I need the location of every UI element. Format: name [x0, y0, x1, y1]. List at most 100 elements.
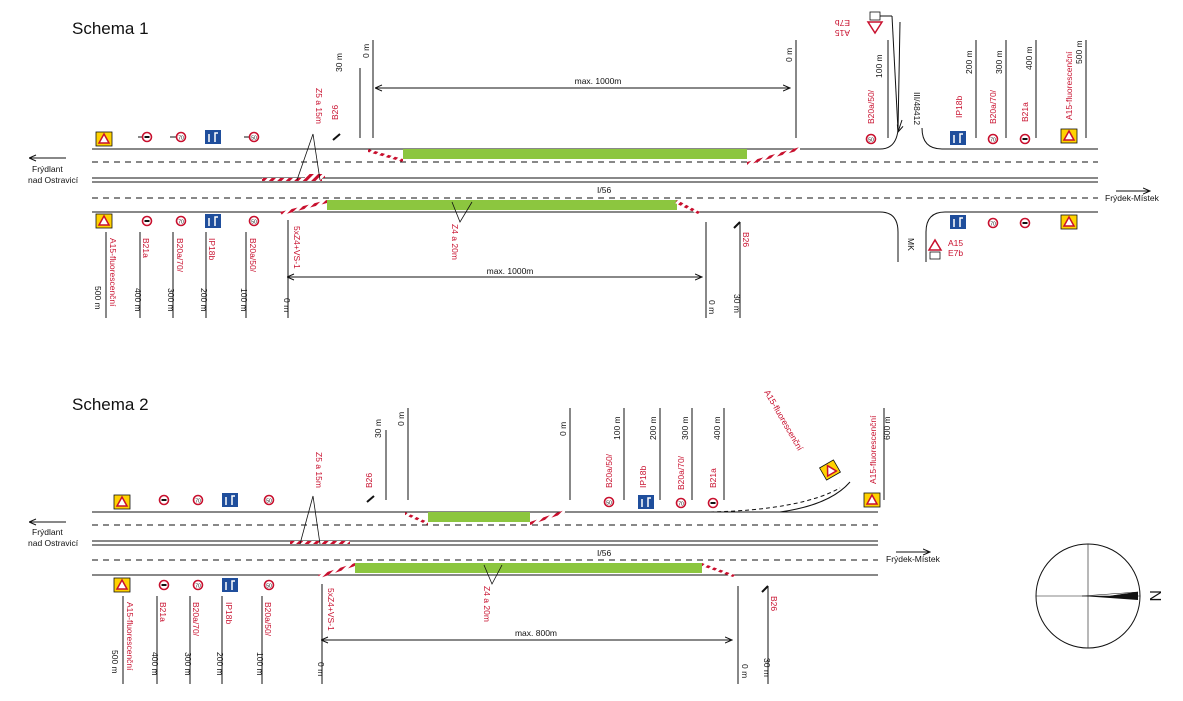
- s2-top-mid-dist: 0 m: [558, 422, 568, 436]
- road-label: I/56: [597, 185, 611, 195]
- bl-sign-b21a: B21a: [141, 238, 151, 258]
- tr-dist-500: 500 m: [1074, 40, 1084, 64]
- s2-z4-label: Z4 a 20m: [482, 586, 492, 622]
- max-top-label: max. 1000m: [575, 76, 622, 86]
- bl-dist-500: 500 m: [93, 286, 103, 310]
- side-road-label: III/48412: [912, 92, 922, 125]
- s2-top-dist-0: 0 m: [396, 412, 406, 426]
- tr-dist-100: 100 m: [874, 54, 884, 78]
- bottom-zero: 0 m: [282, 298, 292, 312]
- b20a50-right-icon: [865, 133, 877, 145]
- bl-dist-100: 100 m: [239, 288, 249, 312]
- s2-bottom-zero: 0 m: [316, 662, 326, 676]
- b20a50-sign-icon: [248, 131, 260, 143]
- s2-tr-b20a70: B20a/70/: [676, 455, 686, 490]
- s2-tr-b21a: B21a: [708, 468, 718, 488]
- tr-dist-300: 300 m: [994, 50, 1004, 74]
- b20a70-sign-icon: [175, 131, 187, 143]
- s2-tr-dist-200: 200 m: [648, 416, 658, 440]
- right-city: Frýdek-Místek: [1105, 193, 1160, 203]
- work-zone-top: [403, 149, 747, 159]
- s2-bl-dist-400: 400 m: [150, 652, 160, 676]
- s2-far-dist: 600 m: [882, 416, 892, 440]
- bl-sign-ip18b: IP18b: [207, 238, 217, 260]
- top-mid-dist: 0 m: [784, 48, 794, 62]
- s2-tr-ip18b: IP18b: [638, 466, 648, 488]
- s2-left-city-2: nad Ostravicí: [28, 538, 79, 548]
- e7b-top-label: E7b: [835, 18, 850, 28]
- work-zone-bottom-2: [355, 563, 702, 573]
- s2-bl-dist-200: 200 m: [215, 652, 225, 676]
- left-city-2: nad Ostravicí: [28, 175, 79, 185]
- a15-bottom-right-icon: [927, 238, 943, 251]
- s2-bl-b20a50: B20a/50/: [263, 602, 273, 637]
- mk-label: MK: [906, 238, 916, 251]
- left-city-1: Frýdlant: [32, 164, 63, 174]
- s2-bl-dist-100: 100 m: [255, 652, 265, 676]
- s2-top-dist-30: 30 m: [373, 419, 383, 438]
- z5-label: Z5 a 15m: [314, 88, 324, 124]
- b26-top-label: B26: [330, 105, 340, 120]
- work-zone-bottom: [327, 200, 677, 210]
- s2-a15-diag: A15-fluorescenční: [762, 388, 805, 453]
- zvs-label: 5xZ4+VS-1: [292, 226, 302, 269]
- tr-dist-400: 400 m: [1024, 46, 1034, 70]
- side-road-left-edge: [879, 21, 901, 150]
- max-bottom-2-label: max. 800m: [515, 628, 557, 638]
- s2-bl-ip18b: IP18b: [224, 602, 234, 624]
- a15-right-warning-icon: [1060, 128, 1078, 144]
- top-dist-30: 30 m: [334, 53, 344, 72]
- s2-a15-diag-icon: [818, 459, 842, 481]
- s2-tr-dist-300: 300 m: [680, 416, 690, 440]
- ip18b-right-icon: [949, 130, 967, 146]
- schema-2: Schema 2 max. 800m Frýdlant nad Ostravic…: [28, 388, 941, 684]
- tr-sign-a15: A15-fluorescenční: [1064, 51, 1074, 120]
- z4-label: Z4 a 20m: [450, 224, 460, 260]
- s2-b26-bottom: B26: [769, 596, 779, 611]
- schema-1-title: Schema 1: [72, 19, 149, 38]
- s2-zvs-label: 5xZ4+VS-1: [326, 588, 336, 631]
- a15-top-sign-icon: [866, 21, 884, 35]
- max-bottom-label: max. 1000m: [487, 266, 534, 276]
- tr-sign-b21a: B21a: [1020, 102, 1030, 122]
- s2-a15-far: A15-fluorescenční: [868, 415, 878, 484]
- s2-br-dist-0: 0 m: [740, 664, 750, 678]
- br-dist-30: 30 m: [732, 294, 742, 313]
- s2-road-label: I/56: [597, 548, 611, 558]
- tr-sign-b20a70: B20a/70/: [988, 89, 998, 124]
- schema-1: Schema 1 max. 1000m max. 1000m Frýdlan: [28, 11, 1160, 318]
- b26-bottom-label: B26: [741, 232, 751, 247]
- s2-z5-label: Z5 a 15m: [314, 452, 324, 488]
- work-zone-top-2: [428, 512, 530, 522]
- b21a-right-icon: [1019, 133, 1031, 145]
- ip18b-sign-icon: [204, 129, 222, 145]
- s2-br-dist-30: 30 m: [762, 658, 772, 677]
- bl-dist-400: 400 m: [133, 288, 143, 312]
- compass: N: [1035, 543, 1163, 649]
- s2-tr-dist-100: 100 m: [612, 416, 622, 440]
- s2-tr-dist-400: 400 m: [712, 416, 722, 440]
- bl-dist-300: 300 m: [166, 288, 176, 312]
- b20a70-right-icon: [987, 133, 999, 145]
- bl-dist-200: 200 m: [199, 288, 209, 312]
- br-dist-0: 0 m: [707, 300, 717, 314]
- tr-sign-b20a50: B20a/50/: [866, 89, 876, 124]
- s2-bl-b20a70: B20a/70/: [191, 602, 201, 637]
- a15-warning-sign-icon: [95, 131, 113, 147]
- top-dist-0: 0 m: [361, 44, 371, 58]
- compass-label: N: [1146, 590, 1163, 602]
- a15-bottom-label: A15: [948, 238, 963, 248]
- b21a-sign-icon: [141, 131, 153, 143]
- e7b-bottom-label: E7b: [948, 248, 963, 258]
- bl-sign-b20a70: B20a/70/: [175, 238, 185, 273]
- s2-left-city-1: Frýdlant: [32, 527, 63, 537]
- s2-bl-dist-500: 500 m: [110, 650, 120, 674]
- a15-bottom-warning-icon: [95, 213, 113, 229]
- a15-top-label: A15: [835, 28, 850, 38]
- s2-bl-a15: A15-fluorescenční: [125, 602, 135, 671]
- tr-dist-200: 200 m: [964, 50, 974, 74]
- schema-2-title: Schema 2: [72, 395, 149, 414]
- s2-right-city: Frýdek-Místek: [886, 554, 941, 564]
